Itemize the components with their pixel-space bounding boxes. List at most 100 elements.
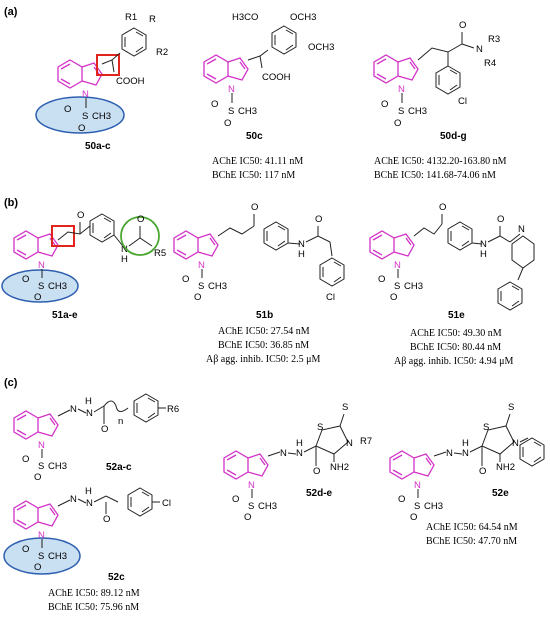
atom-CH3: CH3 (48, 551, 67, 562)
atom-S: S (317, 422, 323, 433)
alkene-highlight-box (96, 54, 120, 76)
atom-H: H (462, 438, 469, 449)
alkene-highlight-box (51, 225, 75, 247)
activity-50c-bche: BChE IC50: 117 nM (212, 170, 295, 181)
structure-50a-c: N S O O CH3 R1 R R2 COOH (35, 12, 168, 134)
structure-52e: N S O O CH3 N N H O S S N NH2 (389, 402, 545, 523)
atom-N: N (512, 438, 519, 449)
activity-52c-ache: AChE IC50: 89.12 nM (48, 588, 140, 599)
atom-COOH: COOH (262, 72, 291, 83)
atom-N: N (414, 480, 421, 491)
activity-51b-abeta: Aβ agg. inhib. IC50: 2.5 μM (206, 354, 320, 365)
atom-H: H (85, 396, 92, 407)
atom-H: H (121, 254, 128, 265)
atom-CH3: CH3 (258, 501, 277, 512)
atom-O: O (410, 512, 417, 523)
structure-50d-g: N S O O CH3 O N R3 R4 Cl (373, 20, 500, 129)
atom-R2: R2 (156, 47, 168, 58)
atom-O: O (381, 99, 388, 110)
atom-R1: R1 (125, 12, 137, 23)
atom-O: O (34, 472, 41, 483)
atom-O: O (459, 20, 466, 31)
sulfonyl-ellipse (1, 269, 79, 303)
panel-label-c: (c) (4, 377, 18, 389)
atom-CH3: CH3 (404, 281, 423, 292)
atom-S: S (483, 422, 489, 433)
structure-51e: N S O O CH3 O N H O N (369, 202, 535, 311)
activity-51b-bche: BChE IC50: 36.85 nM (218, 340, 309, 351)
atom-COOH: COOH (116, 76, 145, 87)
atom-O: O (182, 274, 189, 285)
atom-H: H (296, 438, 303, 449)
atom-N: N (398, 84, 405, 95)
atom-O: O (103, 514, 110, 525)
atom-O: O (22, 454, 29, 465)
atom-R3: R3 (488, 34, 500, 45)
atom-R6: R6 (167, 404, 179, 415)
compound-id-52c: 52c (108, 572, 125, 583)
compound-id-50c: 50c (246, 131, 263, 142)
atom-N: N (70, 404, 77, 415)
atom-O: O (211, 99, 218, 110)
atom-R: R (149, 14, 156, 25)
atom-S: S (82, 111, 88, 122)
atom-CH3: CH3 (92, 111, 111, 122)
atom-OCH3: OCH3 (308, 42, 334, 53)
atom-O: O (34, 562, 41, 573)
atom-n: n (118, 416, 123, 427)
activity-52e-ache: AChE IC50: 64.54 nM (426, 522, 518, 533)
atom-S: S (198, 281, 204, 292)
atom-O: O (34, 292, 41, 303)
atom-O: O (315, 214, 322, 225)
atom-R4: R4 (484, 58, 496, 69)
panel-label-b: (b) (4, 197, 18, 209)
activity-50d-g-bche: BChE IC50: 141.68-74.06 nM (374, 170, 496, 181)
compound-id-50d-g: 50d-g (440, 131, 467, 142)
activity-52e-bche: BChE IC50: 47.70 nM (426, 536, 517, 547)
atom-O: O (137, 214, 144, 225)
atom-CH3: CH3 (48, 281, 67, 292)
atom-S: S (38, 281, 44, 292)
atom-O: O (390, 292, 397, 303)
sulfonyl-ellipse (3, 537, 81, 575)
structure-52d-e: N S O O CH3 N N H O S S N R7 NH2 (223, 402, 372, 523)
atom-N: N (198, 260, 205, 271)
atom-CH3: CH3 (424, 501, 443, 512)
compound-id-51a-e: 51a-e (52, 310, 78, 321)
atom-N: N (228, 84, 235, 95)
atom-O: O (22, 274, 29, 285)
atom-N: N (394, 260, 401, 271)
activity-52c-bche: BChE IC50: 75.96 nM (48, 602, 139, 613)
atom-H: H (85, 486, 92, 497)
compound-id-50a-c: 50a-c (85, 141, 111, 152)
atom-O: O (497, 214, 504, 225)
atom-N: N (446, 448, 453, 459)
atom-O: O (378, 274, 385, 285)
atom-O: O (232, 494, 239, 505)
atom-O: O (78, 123, 85, 134)
atom-O: O (77, 210, 84, 221)
atom-N: N (280, 448, 287, 459)
activity-51e-bche: BChE IC50: 80.44 nM (410, 342, 501, 353)
atom-CH3: CH3 (408, 106, 427, 117)
compound-id-52e: 52e (492, 488, 509, 499)
atom-O: O (64, 104, 71, 115)
atom-N: N (38, 260, 45, 271)
atom-OCH3: OCH3 (290, 12, 316, 23)
amide-circle (120, 216, 160, 256)
structure-51a-e: N S O O CH3 O N H O R5 (1, 210, 166, 303)
atom-CH3: CH3 (48, 461, 67, 472)
atom-H: H (480, 249, 487, 260)
atom-N: N (86, 498, 93, 509)
atom-O: O (313, 466, 320, 477)
panel-label-a: (a) (4, 6, 18, 18)
atom-R7: R7 (360, 436, 372, 447)
atom-O: O (479, 466, 486, 477)
structure-51b: N S O O CH3 O N H O Cl (173, 202, 345, 303)
atom-S: S (508, 402, 514, 413)
atom-N: N (70, 494, 77, 505)
atom-N: N (38, 530, 45, 541)
atom-N: N (346, 438, 353, 449)
atom-H: H (298, 249, 305, 260)
atom-N: N (462, 448, 469, 459)
